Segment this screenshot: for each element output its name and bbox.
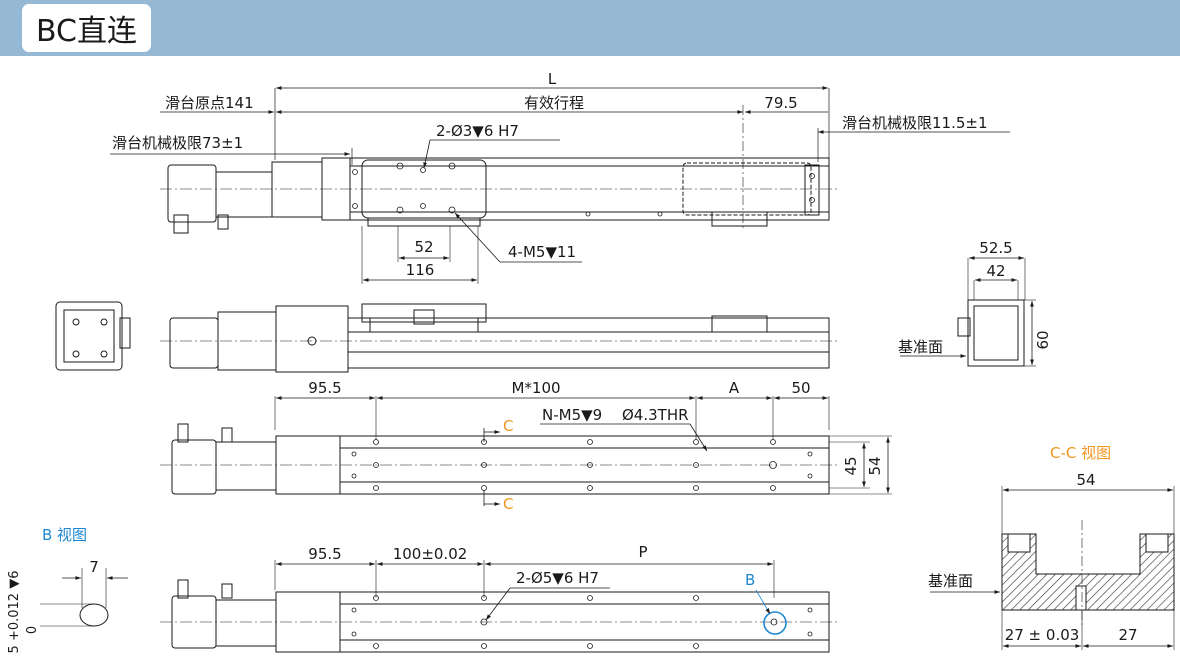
dim-45: 45 [842, 456, 860, 475]
end-datum-label: 基准面 [898, 338, 943, 356]
mech-limit-right: 滑台机械极限11.5±1 [842, 114, 988, 132]
bottom-view-2-labels: 95.5 100±0.02 P 2-Ø5▼6 H7 B [308, 543, 755, 589]
top-view-labels: L 滑台原点141 有效行程 79.5 滑台机械极限73±1 滑台机械极限11.… [112, 70, 988, 279]
section-dim-27: 27 [1118, 626, 1137, 644]
screw-note: 4-M5▼11 [508, 243, 576, 261]
dim-95-5: 95.5 [308, 379, 341, 397]
section-dim-54: 54 [1076, 471, 1095, 489]
dim-116: 116 [406, 261, 435, 279]
thread-note: N-M5▼9 [542, 406, 602, 424]
dim-A: A [729, 379, 740, 397]
mech-limit-left: 滑台机械极限73±1 [112, 134, 243, 152]
dim-50: 50 [791, 379, 810, 397]
dim-L: L [548, 70, 557, 88]
slide-origin-label: 滑台原点141 [165, 94, 254, 112]
dim-52: 52 [414, 238, 433, 256]
page-title: BC直连 [36, 14, 138, 49]
detail-mark-b: B [745, 571, 755, 589]
hole-note: 2-Ø3▼6 H7 [436, 122, 519, 140]
title-tab: BC直连 [22, 4, 152, 52]
section-mark-top: C [503, 417, 513, 435]
thru-note: Ø4.3THR [622, 406, 689, 424]
detail-dim-tol: 5 +0.012 ▼6 [7, 571, 22, 654]
pin-note: 2-Ø5▼6 H7 [516, 569, 599, 587]
section-datum-label: 基准面 [928, 572, 973, 590]
header-bar: BC直连 [0, 0, 1180, 56]
dim-m100: M*100 [511, 379, 560, 397]
engineering-drawing: L 滑台原点141 有效行程 79.5 滑台机械极限73±1 滑台机械极限11.… [7, 70, 1175, 653]
detail-b-labels: B 视图 7 5 +0.012 ▼6 0 [7, 526, 99, 653]
side-view [55, 301, 840, 373]
dim-60: 60 [1034, 330, 1052, 349]
bottom-view-1 [160, 396, 892, 506]
detail-b-label: B 视图 [42, 526, 87, 544]
end-view [900, 256, 1036, 367]
end-view-labels: 52.5 42 60 基准面 [898, 239, 1052, 356]
detail-dim-tol-low: 0 [25, 626, 40, 634]
detail-b [40, 568, 128, 627]
dim-79-5: 79.5 [764, 94, 797, 112]
detail-dim-7: 7 [89, 558, 99, 576]
dim-100-tol: 100±0.02 [393, 545, 468, 563]
section-view-label: C-C 视图 [1050, 444, 1111, 462]
section-view [930, 486, 1175, 650]
bottom-view-1-labels: 95.5 M*100 A 50 N-M5▼9 Ø4.3THR C C 45 54 [308, 379, 884, 513]
section-view-labels: C-C 视图 54 基准面 27 ± 0.03 27 [928, 444, 1138, 644]
dim-P: P [638, 543, 647, 561]
top-view [110, 86, 1010, 284]
bottom-view-2 [160, 560, 840, 653]
dim-52-5: 52.5 [979, 239, 1012, 257]
effective-stroke-label: 有效行程 [524, 94, 584, 112]
dim-54: 54 [866, 456, 884, 475]
section-mark-bottom: C [503, 495, 513, 513]
dim-95-5-b: 95.5 [308, 545, 341, 563]
section-dim-27-tol: 27 ± 0.03 [1005, 626, 1080, 644]
dim-42: 42 [986, 262, 1005, 280]
